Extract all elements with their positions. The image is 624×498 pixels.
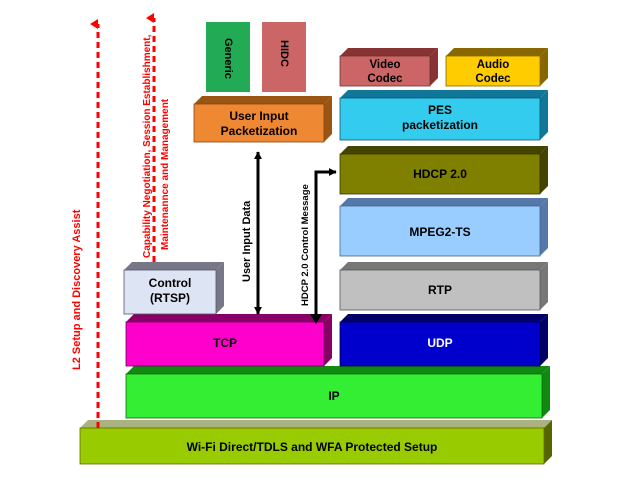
layer-mpeg2ts-label: MPEG2-TS (409, 225, 470, 239)
layer-rtp: RTP (339, 262, 548, 311)
control-label-line1: Control (149, 276, 192, 290)
layer-mpeg2ts: MPEG2-TS (339, 198, 548, 257)
arrow-l2-setup: L2 Setup and Discovery Assist (71, 19, 100, 428)
box-control-rtsp: Control (RTSP) (123, 262, 224, 315)
video-codec-label-line1: Video (369, 59, 400, 71)
hdcp-control-label: HDCP 2.0 Control Message (300, 184, 311, 306)
layer-udp-label: UDP (427, 336, 452, 350)
audio-codec-label-line2: Codec (475, 73, 511, 85)
box-user-input-packetization: User Input Packetization (193, 96, 332, 143)
box-generic: Generic (206, 22, 250, 92)
layer-udp: UDP (339, 314, 548, 367)
generic-label: Generic (222, 38, 234, 79)
control-label-line2: (RTSP) (150, 291, 190, 305)
layer-pes-label-line2: packetization (402, 118, 478, 132)
l2-setup-label: L2 Setup and Discovery Assist (71, 209, 83, 370)
uip-label-line1: User Input (229, 109, 288, 123)
arrow-hdcp-control: HDCP 2.0 Control Message (300, 168, 337, 324)
user-input-data-label: User Input Data (241, 200, 253, 282)
arrow-user-input-data: User Input Data (241, 151, 262, 315)
hidc-label: HIDC (278, 40, 290, 67)
layer-tcp-label: TCP (213, 336, 237, 350)
audio-codec-label-line1: Audio (477, 59, 510, 71)
box-hidc: HIDC (262, 22, 306, 92)
layer-pes: PES packetization (339, 90, 548, 141)
layer-hdcp: HDCP 2.0 (339, 146, 548, 195)
layer-ip: IP (125, 366, 550, 419)
layer-wifi-direct: Wi-Fi Direct/TDLS and WFA Protected Setu… (79, 420, 552, 465)
arrow-capability-negotiation: Capability Negotiation, Session Establis… (142, 13, 171, 262)
video-codec-label-line2: Codec (367, 73, 403, 85)
layer-ip-label: IP (328, 389, 339, 403)
box-video-codec: Video Codec (339, 48, 438, 87)
capability-label-line2: Maintenannce and Management (160, 98, 171, 250)
box-audio-codec: Audio Codec (445, 48, 548, 87)
layer-pes-label-line1: PES (428, 103, 452, 117)
layer-wifi-label: Wi-Fi Direct/TDLS and WFA Protected Setu… (187, 440, 438, 454)
layer-hdcp-label: HDCP 2.0 (413, 167, 467, 181)
uip-label-line2: Packetization (221, 124, 298, 138)
layer-tcp: TCP (125, 314, 332, 367)
capability-label-line1: Capability Negotiation, Session Establis… (142, 34, 153, 258)
layer-rtp-label: RTP (428, 283, 452, 297)
